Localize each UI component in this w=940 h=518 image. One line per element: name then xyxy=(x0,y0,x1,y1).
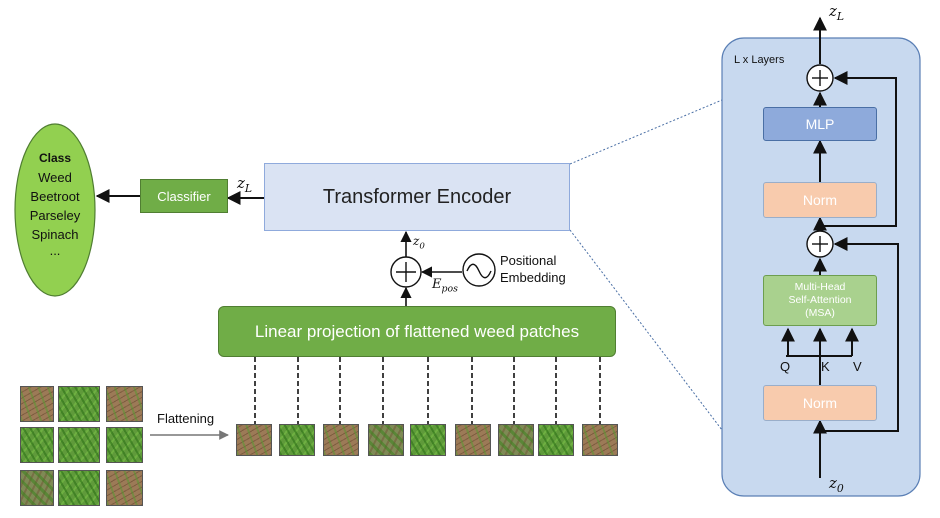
class-item-spinach: Spinach xyxy=(31,227,79,242)
flattened-patch-image xyxy=(455,424,491,456)
positional-label-line1: Positional xyxy=(500,253,557,268)
e-pos-label: Epos xyxy=(432,277,458,295)
mlp-label: MLP xyxy=(805,116,835,132)
norm-box-top: Norm xyxy=(763,182,877,218)
z-0-bottom-sub: 0 xyxy=(836,482,844,495)
weed-patch-image xyxy=(20,427,54,463)
e-pos-base: E xyxy=(432,277,442,292)
plus-circle-lower xyxy=(806,230,834,258)
msa-label-line3: (MSA) xyxy=(805,307,835,319)
weed-patch-image xyxy=(58,386,100,422)
transformer-encoder-box: Transformer Encoder xyxy=(264,163,570,231)
v-label: V xyxy=(853,359,862,374)
z-l-top-sub: L xyxy=(836,10,845,23)
flattened-patch-image xyxy=(279,424,315,456)
norm-top-label: Norm xyxy=(802,192,838,208)
flattening-label: Flattening xyxy=(157,411,215,426)
class-heading: Class xyxy=(38,151,72,165)
msa-label-line2: Self-Attention xyxy=(788,294,852,306)
class-item-weed: Weed xyxy=(38,170,72,185)
z-l-label-left: zL xyxy=(237,174,252,195)
transformer-encoder-label: Transformer Encoder xyxy=(322,185,512,208)
zoom-line-top xyxy=(569,99,723,165)
msa-label-line1: Multi-Head xyxy=(794,281,846,293)
z-0-mid-sub: 0 xyxy=(419,241,425,252)
residual-lower xyxy=(820,237,899,432)
mlp-box: MLP xyxy=(763,107,877,141)
flattened-patch-image xyxy=(236,424,272,456)
msa-box: Multi-Head Self-Attention (MSA) xyxy=(763,275,877,326)
classifier-label: Classifier xyxy=(157,188,211,204)
weed-patch-image xyxy=(20,386,54,422)
z-l-left-sub: L xyxy=(244,182,253,195)
layers-label: L x Layers xyxy=(734,54,785,66)
norm-box-bottom: Norm xyxy=(763,385,877,421)
q-label: Q xyxy=(780,359,791,374)
k-label: K xyxy=(821,359,830,374)
weed-patch-image xyxy=(58,470,100,506)
weed-patch-image xyxy=(106,427,143,463)
flattened-patch-image xyxy=(323,424,359,456)
sine-wave-icon xyxy=(462,253,496,287)
plus-circle-upper xyxy=(806,64,834,92)
flattened-patch-image xyxy=(538,424,574,456)
z-0-mid-base: z xyxy=(413,234,420,248)
weed-patch-image xyxy=(106,470,143,506)
residual-upper xyxy=(819,71,897,229)
classifier-box: Classifier xyxy=(140,179,228,213)
weed-patch-image xyxy=(106,386,143,422)
flattened-patch-image xyxy=(498,424,534,456)
weed-patch-image xyxy=(20,470,54,506)
z-0-label-mid: z0 xyxy=(413,234,425,251)
class-item-parseley: Parseley xyxy=(29,208,81,223)
class-ellipse xyxy=(14,123,96,297)
class-item-ellipsis: ... xyxy=(49,243,61,258)
linear-projection-label: Linear projection of flattened weed patc… xyxy=(254,321,580,341)
z-l-label-top: zL xyxy=(829,2,844,23)
class-item-beetroot: Beetroot xyxy=(30,189,80,204)
positional-label-line2: Embedding xyxy=(500,270,566,285)
plus-circle-left xyxy=(390,256,422,288)
zoom-line-bottom xyxy=(569,229,723,431)
patch-connectors xyxy=(254,357,601,424)
flattened-patch-image xyxy=(582,424,618,456)
z-0-bottom-base: z xyxy=(829,474,837,492)
linear-projection-box: Linear projection of flattened weed patc… xyxy=(218,306,616,357)
z-0-label-bottom: z0 xyxy=(829,474,844,495)
z-l-left-base: z xyxy=(237,174,245,192)
flattened-patch-image xyxy=(368,424,404,456)
norm-bottom-label: Norm xyxy=(802,395,838,411)
z-l-top-base: z xyxy=(829,2,837,20)
weed-patch-image xyxy=(58,427,100,463)
e-pos-sub: pos xyxy=(441,283,458,295)
flattened-patch-image xyxy=(410,424,446,456)
